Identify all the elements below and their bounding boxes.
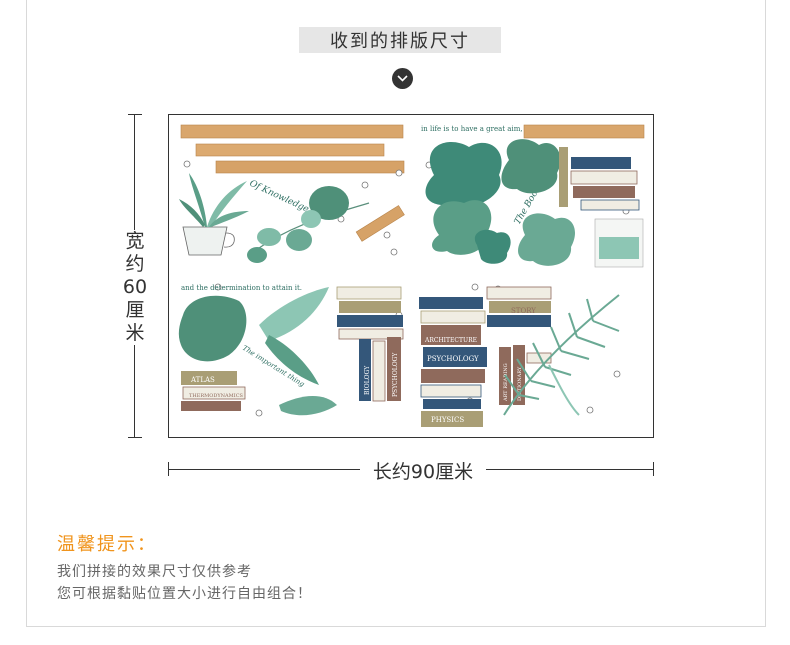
book-biology: BIOLOGY bbox=[364, 365, 371, 395]
potted-plant bbox=[179, 173, 249, 256]
lower-left-leaves bbox=[178, 287, 337, 416]
book-story: STORY bbox=[511, 307, 536, 315]
book-dictionary: DICTIONARY bbox=[517, 366, 523, 401]
tips-line-1: 我们拼接的效果尺寸仅供参考 bbox=[57, 564, 252, 580]
book-atlas: ATLAS bbox=[190, 376, 215, 384]
book-stack-lower-right bbox=[419, 286, 552, 427]
section-title-text: 收到的排版尺寸 bbox=[330, 31, 470, 52]
tips-line-2: 您可根据黏贴位置大小进行自由组合！ bbox=[57, 586, 312, 602]
tips-title: 温馨提示： bbox=[57, 534, 157, 555]
wood-planks bbox=[180, 124, 645, 242]
book-architecture: ARCHITECTURE bbox=[424, 337, 477, 344]
phrase-line-2: and the determination to attain it. bbox=[181, 284, 302, 292]
book-stack-top-right bbox=[559, 147, 644, 268]
sticker-layout-sheet: in life is to have a great aim, and the … bbox=[168, 114, 654, 438]
book-stack-middle bbox=[336, 286, 404, 402]
book-psychology-vertical: PSYCHOLOGY bbox=[392, 352, 399, 397]
eucalyptus-branch bbox=[247, 186, 370, 263]
content-frame bbox=[26, 0, 766, 627]
monstera-cluster bbox=[425, 139, 576, 266]
book-thermodynamics: THERMODYNAMICS bbox=[189, 393, 244, 399]
sticker-illustration: in life is to have a great aim, and the … bbox=[178, 124, 645, 427]
phrase-line-1: in life is to have a great aim, bbox=[421, 125, 523, 133]
book-psychology: PSYCHOLOGY bbox=[427, 355, 479, 363]
section-title: 收到的排版尺寸 bbox=[299, 27, 501, 53]
phrase-knowledge: Of Knowledge bbox=[248, 179, 310, 215]
palm-leaf bbox=[503, 294, 620, 416]
book-physics: PHYSICS bbox=[431, 416, 464, 424]
book-art-reading: ART READING bbox=[503, 363, 509, 402]
length-dimension-label: 长约90厘米 bbox=[360, 457, 486, 484]
book-stack-lower-left bbox=[181, 371, 246, 411]
chevron-down-icon bbox=[392, 68, 413, 89]
